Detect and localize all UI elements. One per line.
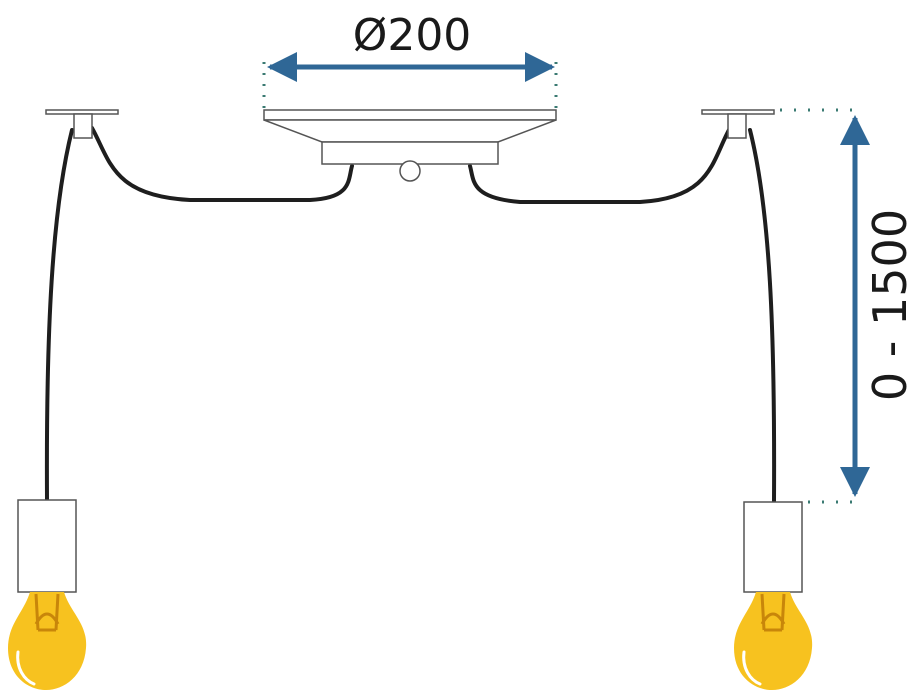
canopy-plate bbox=[263, 109, 557, 121]
hook-left-clip bbox=[73, 113, 93, 139]
lamp-right bbox=[734, 501, 813, 690]
light-bulb-icon bbox=[734, 592, 813, 690]
height-label: 0 - 1500 bbox=[863, 209, 917, 401]
height-dimension: 0 - 1500 bbox=[780, 108, 917, 504]
cable-left-drop bbox=[44, 128, 74, 502]
hook-right bbox=[701, 109, 775, 139]
lamp-socket-icon bbox=[743, 501, 803, 593]
bulb-highlight bbox=[16, 650, 36, 686]
diameter-dimension: Ø200 bbox=[262, 10, 558, 108]
ceiling-canopy-icon bbox=[263, 109, 557, 182]
hook-left bbox=[45, 109, 119, 139]
light-bulb-icon bbox=[8, 592, 87, 690]
cables bbox=[44, 126, 777, 504]
cable-left-swag bbox=[90, 126, 354, 202]
cable-right-drop bbox=[748, 128, 777, 504]
canopy-body bbox=[263, 119, 557, 143]
bulb-highlight bbox=[742, 650, 762, 686]
canopy-screw bbox=[399, 160, 421, 182]
bulb-glass bbox=[8, 592, 87, 690]
bulb-filament bbox=[760, 593, 786, 632]
lamp-left bbox=[8, 499, 87, 690]
bulb-glass bbox=[734, 592, 813, 690]
bulb-filament bbox=[34, 593, 60, 632]
cable-right-swag bbox=[468, 126, 732, 204]
lamp-socket-icon bbox=[17, 499, 77, 593]
diameter-label: Ø200 bbox=[353, 10, 472, 61]
hook-right-clip bbox=[727, 113, 747, 139]
